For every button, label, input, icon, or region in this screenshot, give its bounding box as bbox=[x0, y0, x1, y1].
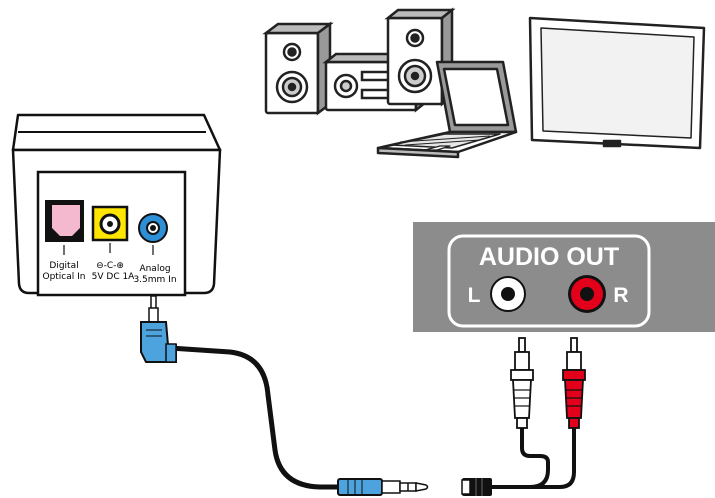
audio-cable-icon bbox=[140, 295, 586, 496]
analog-label-line1: Analog bbox=[139, 264, 170, 274]
rca-plug-white bbox=[510, 337, 534, 429]
audio-out-panel: AUDIO OUT L R bbox=[413, 222, 715, 332]
left-channel-label: L bbox=[468, 284, 481, 307]
digital-label-line1: Digital bbox=[49, 261, 78, 271]
flat-tv-icon bbox=[528, 16, 706, 150]
laptop-icon bbox=[376, 60, 518, 159]
analog-port bbox=[138, 213, 168, 243]
optical-port bbox=[45, 200, 84, 242]
power-symbol-label: ⊖-C-⊕ bbox=[96, 261, 124, 271]
audio-out-title: AUDIO OUT bbox=[479, 243, 619, 271]
rca-plug-red bbox=[562, 337, 586, 429]
stereo-system-icon bbox=[262, 7, 456, 116]
right-channel-label: R bbox=[613, 284, 628, 307]
power-rating-label: 5V DC 1A bbox=[92, 272, 136, 282]
digital-label-line2: Optical In bbox=[42, 272, 85, 282]
power-port bbox=[91, 205, 129, 242]
analog-label-line2: 3.5mm In bbox=[133, 275, 176, 285]
